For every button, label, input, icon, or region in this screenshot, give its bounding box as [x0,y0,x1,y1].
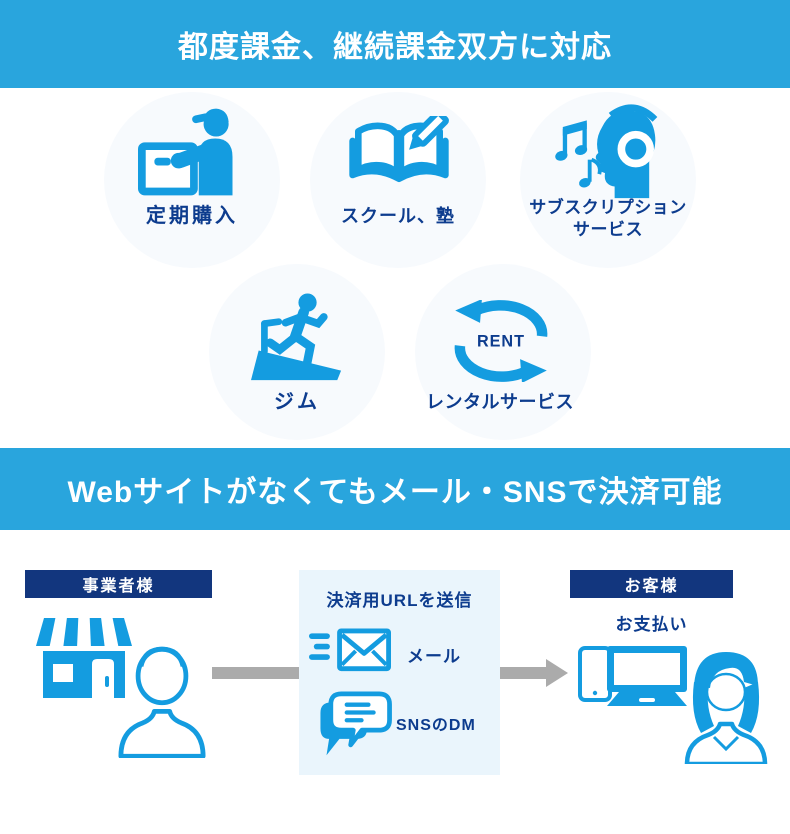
bg-circle [209,264,385,440]
use-case-label: 定期購入 [146,205,238,227]
flow-arrow-right-head [546,659,568,687]
billing-banner: 都度課金、継続課金双方に対応 [0,0,790,88]
flow-arrow-right [500,667,546,679]
book-pencil-icon [349,116,449,183]
use-case-label: レンタルサービス [426,392,574,412]
mail-send-icon [309,628,391,672]
delivery-person-icon [138,108,233,196]
flow-arrow-left [212,667,299,679]
bg-circle [415,264,591,440]
url-box-title: 決済用URLを送信 [326,591,473,610]
customer-label-banner: お客様 [570,570,733,598]
sns-label: SNSのDM [396,717,476,734]
store-icon [36,618,132,698]
music-subscription-icon [555,104,658,199]
customer-label: お客様 [624,578,679,595]
treadmill-runner-icon [251,293,342,381]
payment-action-label: お支払い [615,615,688,634]
merchant-label: 事業者様 [82,578,155,595]
flow-banner-title: Webサイトがなくてもメール・SNSで決済可能 [67,476,723,509]
rent-icon-text: RENT [477,333,525,351]
sns-dm-icon [320,691,392,756]
customer-person-icon [684,652,768,764]
merchant-label-banner: 事業者様 [25,570,212,598]
use-case-label: サブスクリプション サービス [529,198,687,240]
payment-url-box: 決済用URLを送信 メール SNSのDM [299,570,500,775]
billing-banner-title: 都度課金、継続課金双方に対応 [178,31,612,64]
use-case-label: スクール、塾 [341,206,455,226]
rental-cycle-icon: RENT [454,300,548,382]
use-case-label: ジム [274,391,320,413]
flow-banner: Webサイトがなくてもメール・SNSで決済可能 [0,448,790,530]
merchant-person-icon [118,646,206,758]
mail-label: メール [407,647,461,666]
computer-icon [607,646,687,706]
